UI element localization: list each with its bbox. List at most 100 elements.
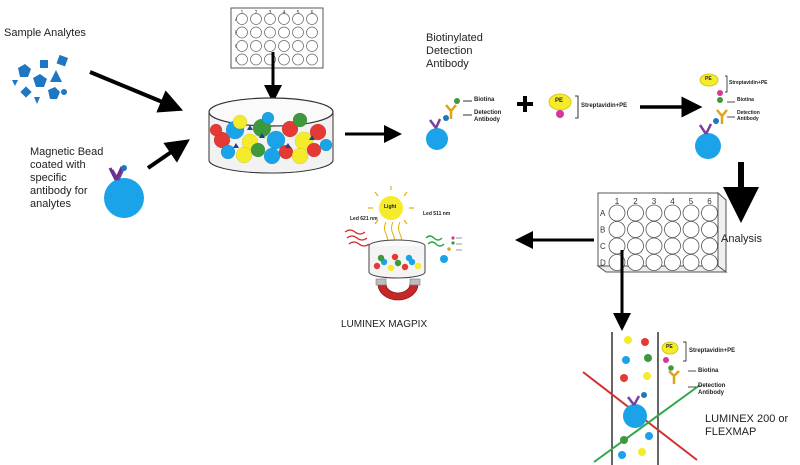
plate-well bbox=[664, 254, 681, 271]
detection-right-line-1: Detection bbox=[737, 110, 760, 116]
dish-analyte bbox=[285, 143, 291, 148]
magpix-bead bbox=[394, 259, 402, 267]
plate-top-col-label: 1 bbox=[241, 10, 244, 16]
plate-well bbox=[682, 237, 700, 255]
flow-bead bbox=[620, 436, 628, 444]
dish-analyte bbox=[247, 125, 253, 130]
label-detection-antibody-flow: Detection Antibody bbox=[698, 383, 725, 397]
plate-big-row-label: A bbox=[600, 209, 606, 218]
biotinylated-line-2: Detection bbox=[426, 44, 473, 57]
magnet-icon bbox=[375, 278, 421, 301]
plate-well bbox=[236, 53, 248, 66]
flow-bead bbox=[620, 374, 628, 382]
plate-top-col-label: 5 bbox=[297, 10, 300, 16]
flow-cell-icon bbox=[582, 332, 701, 465]
dish-bead bbox=[309, 123, 327, 141]
plate-top-col-label: 3 bbox=[269, 10, 272, 16]
dish-bead bbox=[250, 142, 266, 158]
label-detection-antibody-mid: Detection Antibody bbox=[474, 110, 501, 124]
luminex-200-line-1: LUMINEX 200 or bbox=[705, 413, 789, 425]
label-led-511: Led 511 nm bbox=[423, 211, 451, 217]
plate-big-row-label: C bbox=[600, 242, 606, 251]
plate-well bbox=[236, 26, 248, 39]
magpix-bead bbox=[377, 254, 385, 262]
plate-well bbox=[250, 53, 262, 66]
magnetic-bead-icon bbox=[104, 165, 144, 218]
dish-bead bbox=[281, 120, 299, 138]
plate-well bbox=[292, 40, 304, 52]
magpix-bead bbox=[373, 262, 381, 270]
magpix-bead bbox=[414, 262, 422, 270]
flow-bead bbox=[643, 372, 651, 380]
biotinylated-line-3: Antibody bbox=[426, 57, 469, 70]
plate-well bbox=[701, 221, 718, 238]
plus-icon bbox=[517, 96, 533, 112]
plate-well bbox=[236, 13, 248, 25]
label-luminex-200: LUMINEX 200 or FLEXMAP bbox=[705, 413, 788, 439]
detection-right-line-2: Antibody bbox=[737, 115, 759, 122]
plate-big-col-label: 2 bbox=[633, 197, 638, 206]
plate-well bbox=[627, 254, 644, 271]
petri-dish-icon bbox=[208, 97, 334, 174]
plate-well bbox=[278, 13, 290, 25]
dish-bead bbox=[291, 147, 309, 165]
plate-well bbox=[701, 204, 718, 222]
plate-well bbox=[236, 40, 248, 52]
flow-bead bbox=[644, 354, 652, 362]
label-pe-right: PE bbox=[705, 76, 712, 82]
magnetic-bead-line-4: antibody for bbox=[30, 184, 88, 197]
plate-well bbox=[306, 13, 318, 25]
plate-well bbox=[682, 221, 700, 238]
plate-well bbox=[250, 13, 262, 25]
plate-well bbox=[701, 237, 718, 255]
label-led-621: Led 621 nm bbox=[350, 216, 378, 222]
plate-well bbox=[608, 221, 626, 238]
dish-bead bbox=[209, 123, 223, 137]
dish-analyte bbox=[309, 135, 315, 140]
plate-well bbox=[645, 254, 663, 271]
magpix-instrument bbox=[344, 186, 462, 301]
plate-well bbox=[278, 26, 290, 39]
plate-well bbox=[645, 237, 663, 255]
dish-bead bbox=[319, 138, 333, 152]
plate-big-row-label: D bbox=[600, 259, 606, 268]
plate-top-col-label: 4 bbox=[283, 10, 286, 16]
plate-well bbox=[664, 237, 681, 255]
plate-well bbox=[278, 53, 290, 66]
label-streptavidin-flow: Streptavidin+PE bbox=[689, 348, 736, 354]
dish-bead bbox=[306, 142, 322, 158]
plate-well bbox=[627, 204, 644, 222]
plate-top-col-label: 2 bbox=[255, 10, 258, 16]
dish-bead bbox=[213, 131, 231, 149]
label-analysis: Analysis bbox=[721, 233, 762, 245]
dish-analyte bbox=[233, 143, 239, 148]
label-pe-mid: PE bbox=[555, 98, 564, 104]
dish-bead bbox=[220, 144, 236, 160]
flow-bead bbox=[645, 432, 653, 440]
dish-bead bbox=[263, 147, 281, 165]
streptavidin-pe-icon bbox=[548, 93, 579, 119]
flow-bead bbox=[641, 338, 649, 346]
plate-well bbox=[278, 40, 290, 52]
plate-big-col-label: 1 bbox=[615, 197, 620, 206]
plate-well bbox=[250, 26, 262, 39]
detection-flow-line-1: Detection bbox=[698, 383, 726, 389]
bead-complex-icon bbox=[695, 73, 735, 159]
label-biotinylated: Biotinylated Detection Antibody bbox=[426, 32, 483, 71]
flow-bead bbox=[622, 356, 630, 364]
plate-well bbox=[627, 221, 644, 238]
plate-well bbox=[664, 204, 681, 222]
magpix-bead bbox=[405, 254, 413, 262]
plate-well bbox=[292, 53, 304, 66]
magnetic-bead-line-5: analytes bbox=[30, 197, 71, 210]
label-magnetic-bead: Magnetic Bead coated with specific antib… bbox=[30, 146, 103, 211]
magpix-bead bbox=[401, 263, 409, 271]
label-light: Light bbox=[384, 204, 397, 210]
plate-well bbox=[250, 40, 262, 52]
detection-flow-line-2: Antibody bbox=[698, 390, 724, 397]
label-luminex-magpix: LUMINEX MAGPIX bbox=[341, 319, 428, 330]
plate-well bbox=[306, 26, 318, 39]
plate-well bbox=[264, 40, 276, 52]
